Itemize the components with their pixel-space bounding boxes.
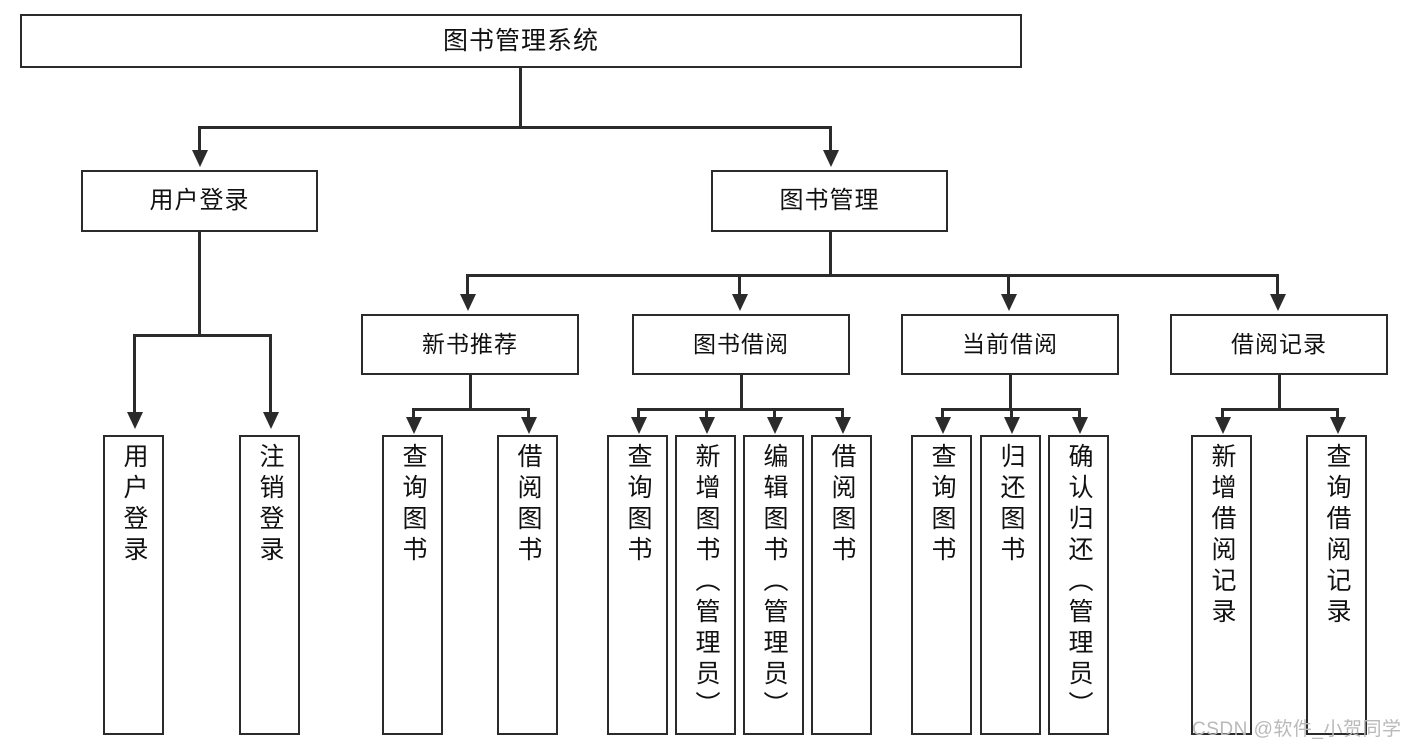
connector-bookborrow-to-leaf3 <box>773 408 776 420</box>
node-user-login[interactable]: 用户登录 <box>81 170 318 232</box>
arrow-currentborrow-to-leaf2 <box>1004 417 1020 434</box>
arrow-borrowrecords-to-leaf1 <box>1215 417 1231 434</box>
connector-bookmgmt-to-c4 <box>1276 274 1279 296</box>
leaf-logout-login[interactable]: 注销登录 <box>239 435 300 735</box>
leaf-newbook-borrow-books[interactable]: 借阅图书 <box>497 435 558 735</box>
leaf-borrowrecords-query-record[interactable]: 查询借阅记录 <box>1306 435 1367 735</box>
node-label: 当前借阅 <box>962 331 1058 358</box>
connector-newbook-stem <box>469 375 472 410</box>
arrow-newbook-to-leaf1 <box>406 417 422 434</box>
node-current-borrow[interactable]: 当前借阅 <box>901 314 1119 375</box>
arrow-root-to-bookmgmt <box>823 150 839 167</box>
node-label: 查询图书 <box>624 443 652 567</box>
node-label: 新增借阅记录 <box>1208 443 1236 629</box>
connector-bookborrow-to-leaf4 <box>841 408 844 420</box>
connector-newbook-to-leaf2 <box>527 408 530 420</box>
leaf-bookborrow-edit-book-admin[interactable]: 编辑图书（管理员） <box>743 435 804 735</box>
arrow-bookmgmt-to-c4 <box>1270 294 1286 311</box>
arrow-root-to-login <box>192 150 208 167</box>
connector-bookmgmt-to-c2 <box>738 274 741 296</box>
node-book-management[interactable]: 图书管理 <box>711 170 948 232</box>
connector-currentborrow-to-leaf2 <box>1010 408 1013 420</box>
connector-bookmgmt-to-c3 <box>1007 274 1010 296</box>
connector-borrowrecords-to-leaf2 <box>1336 408 1339 420</box>
leaf-bookborrow-query-books[interactable]: 查询图书 <box>607 435 668 735</box>
connector-borrowrecords-to-leaf1 <box>1221 408 1224 420</box>
connector-currentborrow-stem <box>1009 375 1012 410</box>
node-label: 编辑图书（管理员） <box>760 443 788 722</box>
node-book-borrow[interactable]: 图书借阅 <box>632 314 850 375</box>
node-label: 新书推荐 <box>422 331 518 358</box>
connector-login-to-leaf2 <box>269 334 272 414</box>
node-borrow-records[interactable]: 借阅记录 <box>1170 314 1388 375</box>
node-label: 借阅图书 <box>514 443 542 567</box>
node-label: 查询图书 <box>928 443 956 567</box>
node-label: 注销登录 <box>256 443 284 567</box>
leaf-currentborrow-return-books[interactable]: 归还图书 <box>980 435 1041 735</box>
connector-bookborrow-to-leaf2 <box>705 408 708 420</box>
connector-newbook-to-leaf1 <box>412 408 415 420</box>
leaf-bookborrow-add-book-admin[interactable]: 新增图书（管理员） <box>675 435 736 735</box>
connector-login-bus <box>133 334 271 337</box>
leaf-newbook-query-books[interactable]: 查询图书 <box>382 435 443 735</box>
connector-newbook-bus <box>412 408 530 411</box>
connector-login-stem <box>198 232 201 336</box>
node-label: 借阅记录 <box>1231 331 1327 358</box>
arrow-currentborrow-to-leaf1 <box>935 417 951 434</box>
arrow-bookmgmt-to-c1 <box>460 294 476 311</box>
connector-root-to-bookmgmt <box>829 126 832 152</box>
node-label: 用户登录 <box>120 443 148 567</box>
connector-borrowrecords-stem <box>1278 375 1281 410</box>
arrow-currentborrow-to-leaf3 <box>1072 417 1088 434</box>
connector-root-bus <box>198 126 832 129</box>
connector-root-to-login <box>198 126 201 152</box>
arrow-bookmgmt-to-c2 <box>732 294 748 311</box>
connector-bookmgmt-stem <box>829 232 832 276</box>
node-label: 归还图书 <box>997 443 1025 567</box>
node-label: 图书管理 <box>779 187 880 215</box>
connector-bookborrow-bus <box>637 408 844 411</box>
connector-currentborrow-to-leaf1 <box>941 408 944 420</box>
leaf-currentborrow-query-books[interactable]: 查询图书 <box>911 435 972 735</box>
node-label: 确认归还（管理员） <box>1065 443 1093 722</box>
node-label: 借阅图书 <box>828 443 856 567</box>
arrow-bookborrow-to-leaf4 <box>835 417 851 434</box>
node-new-book-recommend[interactable]: 新书推荐 <box>361 314 579 375</box>
connector-bookborrow-stem <box>740 375 743 410</box>
leaf-user-login[interactable]: 用户登录 <box>103 435 164 735</box>
node-label: 新增图书（管理员） <box>692 443 720 722</box>
node-label: 图书借阅 <box>693 331 789 358</box>
arrow-bookborrow-to-leaf1 <box>631 417 647 434</box>
arrow-login-to-leaf1 <box>127 412 143 429</box>
leaf-borrowrecords-add-record[interactable]: 新增借阅记录 <box>1191 435 1252 735</box>
arrow-newbook-to-leaf2 <box>521 417 537 434</box>
node-label: 用户登录 <box>149 187 250 215</box>
leaf-bookborrow-borrow-books[interactable]: 借阅图书 <box>811 435 872 735</box>
connector-bookmgmt-bus <box>466 274 1278 277</box>
arrow-borrowrecords-to-leaf2 <box>1330 417 1346 434</box>
connector-bookmgmt-to-c1 <box>466 274 469 296</box>
connector-borrowrecords-bus <box>1221 408 1339 411</box>
connector-bookborrow-to-leaf1 <box>637 408 640 420</box>
connector-root-stem <box>519 68 522 128</box>
connector-currentborrow-to-leaf3 <box>1078 408 1081 420</box>
node-root-system[interactable]: 图书管理系统 <box>20 14 1022 68</box>
arrow-bookborrow-to-leaf2 <box>699 417 715 434</box>
arrow-bookborrow-to-leaf3 <box>767 417 783 434</box>
node-label: 查询图书 <box>399 443 427 567</box>
connector-login-to-leaf1 <box>133 334 136 414</box>
node-label: 图书管理系统 <box>442 26 599 55</box>
arrow-login-to-leaf2 <box>263 412 279 429</box>
node-label: 查询借阅记录 <box>1323 443 1351 629</box>
arrow-bookmgmt-to-c3 <box>1001 294 1017 311</box>
leaf-currentborrow-confirm-return-admin[interactable]: 确认归还（管理员） <box>1048 435 1109 735</box>
